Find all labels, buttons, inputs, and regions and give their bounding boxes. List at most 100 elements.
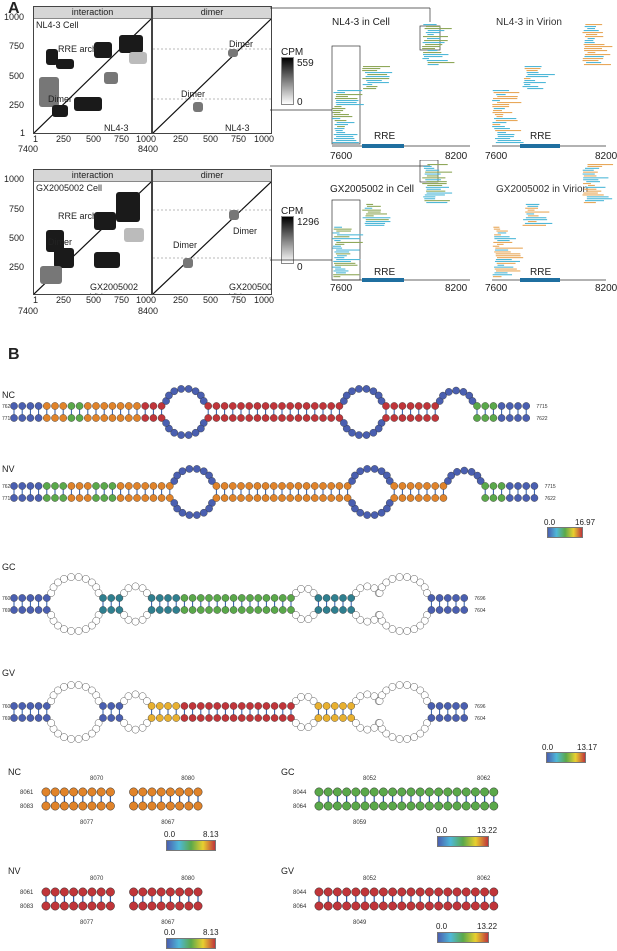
scale-min: 0.0: [436, 826, 448, 835]
cell-label: GX2005002 Cell: [36, 183, 103, 193]
scale-max: 13.22: [477, 922, 498, 931]
rre-label: RRE: [374, 267, 396, 278]
x-tick: 1: [33, 295, 39, 305]
y-tick: 1000: [4, 174, 25, 184]
svg-text:8064: 8064: [293, 804, 307, 810]
x-end: 8400: [138, 144, 159, 154]
track-x-end: 8200: [595, 283, 617, 294]
cpm-gradient: [281, 216, 294, 264]
y-tick: 1000: [4, 12, 25, 22]
x-tick: 750: [114, 295, 130, 305]
svg-text:7604: 7604: [474, 608, 485, 614]
heatmap-diagonal: [153, 181, 271, 294]
heatmap-dimer-gx: dimer Dimer Dimer GX2005002 Virion: [152, 169, 272, 295]
svg-text:7604: 7604: [474, 716, 485, 722]
heatmap-interaction-nl43: interaction NL4-3 Cell RRE arch NL4-3 Vi…: [33, 6, 152, 134]
structure-label: NC: [2, 390, 15, 400]
svg-text:7715: 7715: [545, 484, 556, 490]
x-tick: 1000: [254, 295, 275, 305]
rre-label: RRE: [530, 131, 552, 142]
track-x-end: 8200: [445, 151, 468, 162]
svg-text:8080: 8080: [181, 776, 195, 782]
heatmap-interaction-gx: interaction GX2005002 Cell RRE arch Dime…: [33, 169, 152, 295]
cell-label: NL4-3 Cell: [36, 20, 79, 30]
color-scale: [437, 932, 489, 943]
x-tick: 1000: [254, 134, 275, 144]
svg-text:7622: 7622: [545, 496, 556, 502]
dimer-label: Dimer: [233, 226, 257, 236]
svg-text:7696: 7696: [474, 596, 485, 602]
x-start: 7400: [18, 306, 39, 316]
small-label: NC: [8, 767, 21, 777]
x-tick: 250: [56, 295, 72, 305]
heatmap-header: dimer: [153, 170, 271, 182]
dimer-label: Dimer: [181, 89, 205, 99]
structure-label: GC: [2, 562, 16, 572]
dimer-label-left: Dimer: [48, 94, 72, 104]
x-start: 7400: [18, 144, 39, 154]
y-tick: 500: [9, 71, 25, 81]
x-end: 8400: [138, 306, 159, 316]
track-x-start: 7600: [330, 151, 353, 162]
scale-max: 16.97: [575, 518, 596, 527]
cpm-min: 0: [297, 262, 303, 273]
cpm-max: 559: [297, 58, 314, 69]
track-x-start: 7600: [485, 151, 508, 162]
x-tick: 500: [203, 295, 219, 305]
panel-b-letter: B: [8, 346, 20, 363]
svg-text:8077: 8077: [80, 820, 94, 826]
scale-min: 0.0: [164, 830, 176, 839]
scale-max: 13.22: [477, 826, 498, 835]
svg-text:7715: 7715: [2, 416, 13, 422]
track-x-end: 8200: [595, 151, 617, 162]
x-tick: 1000: [136, 295, 157, 305]
scale-min: 0.0: [544, 518, 556, 527]
small-label: GV: [281, 866, 295, 876]
svg-text:7622: 7622: [2, 404, 13, 410]
structure-label: NV: [2, 464, 15, 474]
structure-label: GV: [2, 668, 16, 678]
svg-text:8080: 8080: [181, 876, 195, 882]
y-tick: 500: [9, 233, 25, 243]
svg-text:7604: 7604: [2, 596, 13, 602]
scale-max: 8.13: [203, 830, 219, 839]
color-scale: [437, 836, 489, 847]
svg-text:8062: 8062: [477, 876, 491, 882]
x-tick: 750: [231, 295, 247, 305]
rre-arch-label: RRE arch: [58, 211, 98, 221]
y-tick: 750: [9, 204, 25, 214]
svg-text:7715: 7715: [2, 496, 13, 502]
color-scale: [546, 752, 586, 763]
structure-gc: 7604 7696 7696 7604: [2, 573, 486, 635]
track-title: NL4-3 in Virion: [496, 17, 562, 28]
rre-label: RRE: [530, 267, 552, 278]
scale-min: 0.0: [164, 928, 176, 937]
scale-min: 0.0: [542, 743, 554, 752]
cpm-min: 0: [297, 97, 303, 108]
rre-arch-label: RRE arch: [58, 44, 98, 54]
scale-max: 8.13: [203, 928, 219, 937]
svg-text:7604: 7604: [2, 704, 13, 710]
small-label: NV: [8, 866, 21, 876]
track-figure-row1: [270, 7, 613, 148]
svg-text:8061: 8061: [20, 890, 34, 896]
heatmap-header: interaction: [34, 7, 151, 19]
small-label: GC: [281, 767, 295, 777]
svg-text:8067: 8067: [161, 820, 175, 826]
svg-text:8049: 8049: [353, 920, 367, 926]
dimer-label: Dimer: [48, 237, 72, 247]
x-tick: 500: [203, 134, 219, 144]
heatmap-dimer-nl43: dimer Dimer Dimer NL4-3 Virion: [152, 6, 272, 134]
svg-text:8077: 8077: [80, 920, 94, 926]
svg-text:7696: 7696: [2, 608, 13, 614]
y-tick: 750: [9, 41, 25, 51]
cpm-gradient: [281, 57, 294, 105]
virion-label: GX2005002 Virion: [90, 282, 139, 294]
svg-text:8044: 8044: [293, 790, 307, 796]
rre-label: RRE: [374, 131, 396, 142]
